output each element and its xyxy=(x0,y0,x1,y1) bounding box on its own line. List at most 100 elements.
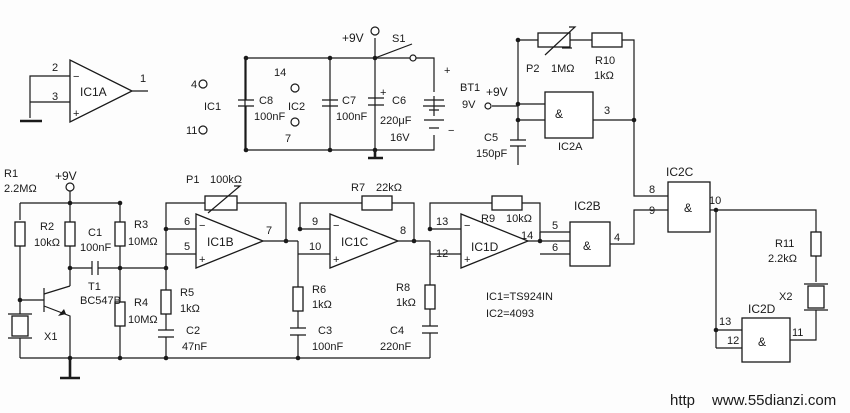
ic2a-label: IC2A xyxy=(558,141,583,153)
ic2-pin-7: 7 xyxy=(285,133,291,145)
ic2d-pin-12: 12 xyxy=(727,335,739,347)
ic1c-pin-9: 9 xyxy=(312,216,318,228)
battery-minus: − xyxy=(448,125,454,137)
x1-label: X1 xyxy=(44,331,57,343)
ic1a-minus: − xyxy=(73,71,79,83)
ic1b-minus: − xyxy=(199,220,205,232)
r5-label: R5 xyxy=(180,287,194,299)
ic2-pin-14: 14 xyxy=(274,67,286,79)
c2-value: 47nF xyxy=(182,341,207,353)
ic2b-gate-icon: & xyxy=(583,239,591,253)
ic1b-symbol xyxy=(195,213,265,269)
ic2c-pin-10: 10 xyxy=(709,195,721,207)
p2-value: 1MΩ xyxy=(551,63,575,75)
ic1d-pin-13: 13 xyxy=(436,216,448,228)
c5-label: C5 xyxy=(484,132,498,144)
ic2a-symbol xyxy=(544,91,594,139)
amplifier-block: IC1B 6 5 7 − + P1 100kΩ R5 1kΩ C2 47nF R… xyxy=(158,174,570,361)
watermark-url: www.55dianzi.com xyxy=(711,392,836,409)
r9-label: R9 xyxy=(481,213,495,225)
ic1a-plus: + xyxy=(73,108,79,120)
ic1b-plus: + xyxy=(199,254,205,266)
c8-label: C8 xyxy=(259,95,273,107)
r1-value: 2.2MΩ xyxy=(4,183,37,195)
ic1d-pin-14: 14 xyxy=(521,230,533,242)
c6-value: 220μF xyxy=(380,115,412,127)
legend-ic2: IC2=4093 xyxy=(486,308,534,320)
x2-label: X2 xyxy=(779,291,792,303)
ic2c-gate-icon: & xyxy=(684,201,692,215)
c4-label: C4 xyxy=(390,325,404,337)
ic1b-pin-6: 6 xyxy=(184,216,190,228)
ic1c-pin-10: 10 xyxy=(309,241,321,253)
supply-voltage-label: +9V xyxy=(342,31,364,45)
oscillator-block: +9V R1 2.2MΩ R2 10kΩ C1 100nF R3 10MΩ R4… xyxy=(4,168,166,380)
p1-value: 100kΩ xyxy=(210,174,242,186)
ic1a-pin-2: 2 xyxy=(52,62,58,74)
r8-value: 1kΩ xyxy=(396,297,416,309)
ic1b-label: IC1B xyxy=(207,235,234,249)
power-supply-block: +9V S1 BT1 9V + − 4 IC1 11 14 IC2 7 C8 1… xyxy=(186,26,480,160)
ic2a-supply-terminal-icon xyxy=(484,102,492,110)
ic2b-pin-6: 6 xyxy=(552,242,558,254)
ic1-label: IC1 xyxy=(204,101,221,113)
t1-label: T1 xyxy=(88,281,101,293)
ic2c-symbol xyxy=(667,181,711,233)
osc-supply-terminal-icon xyxy=(65,182,75,192)
ic1b-pin-5: 5 xyxy=(184,241,190,253)
ic1a-pin-1: 1 xyxy=(140,73,146,85)
ic2d-pin-13: 13 xyxy=(719,316,731,328)
logic-block: +9V P2 1MΩ R10 1kΩ & IC2A 3 C5 150pF IC2… xyxy=(476,26,828,363)
ic1-pin-11: 11 xyxy=(186,125,197,137)
ic2c-label: IC2C xyxy=(666,165,694,179)
ic1c-minus: − xyxy=(333,220,339,232)
r2-label: R2 xyxy=(40,221,54,233)
c7-value: 100nF xyxy=(336,111,367,123)
battery-label: BT1 xyxy=(460,82,480,94)
c1-label: C1 xyxy=(88,227,102,239)
r2-value: 10kΩ xyxy=(34,237,60,249)
ic1d-label: IC1D xyxy=(471,240,499,254)
p1-label: P1 xyxy=(186,174,199,186)
c6-label: C6 xyxy=(392,95,406,107)
ic1b-pin-7: 7 xyxy=(266,225,272,237)
c4-value: 220nF xyxy=(380,341,411,353)
switch-s1-label: S1 xyxy=(392,33,405,45)
watermark-prefix: http xyxy=(670,392,695,409)
ic1d-minus: − xyxy=(464,220,470,232)
ic2c-pin-8: 8 xyxy=(649,184,655,196)
r10-value: 1kΩ xyxy=(594,70,614,82)
r10-label: R10 xyxy=(595,55,615,67)
ic1a-symbol xyxy=(69,58,134,124)
c8-value: 100nF xyxy=(254,111,285,123)
c2-label: C2 xyxy=(186,325,200,337)
ic2d-pin-11: 11 xyxy=(792,327,803,339)
ic1d-plus: + xyxy=(464,254,470,266)
ic1c-label: IC1C xyxy=(341,235,369,249)
p2-label: P2 xyxy=(526,63,539,75)
ic1c-symbol xyxy=(329,213,400,269)
ic1d-pin-12: 12 xyxy=(436,248,448,260)
ic2c-pin-9: 9 xyxy=(649,205,655,217)
r9-value: 10kΩ xyxy=(506,213,532,225)
legend-ic1: IC1=TS924IN xyxy=(486,291,553,303)
supply-terminal-icon xyxy=(370,26,380,36)
ic2d-gate-icon: & xyxy=(758,335,766,349)
c3-value: 100nF xyxy=(312,341,343,353)
t1-value: BC547B xyxy=(80,295,121,307)
r4-label: R4 xyxy=(134,297,148,309)
ic2b-pin-4: 4 xyxy=(614,232,620,244)
r8-label: R8 xyxy=(396,282,410,294)
r11-label: R11 xyxy=(775,238,794,250)
ic1a-label: IC1A xyxy=(80,85,107,99)
ic2a-supply-label: +9V xyxy=(486,85,508,99)
ic2-label: IC2 xyxy=(288,101,305,113)
ic1-pin-4: 4 xyxy=(191,79,197,91)
r1-label: R1 xyxy=(4,168,18,180)
c6-plus: + xyxy=(380,87,386,99)
r3-value: 10MΩ xyxy=(128,236,158,248)
c6-voltage: 16V xyxy=(390,132,410,144)
ic1c-pin-8: 8 xyxy=(400,225,406,237)
ic2a-pin-3: 3 xyxy=(604,105,610,117)
